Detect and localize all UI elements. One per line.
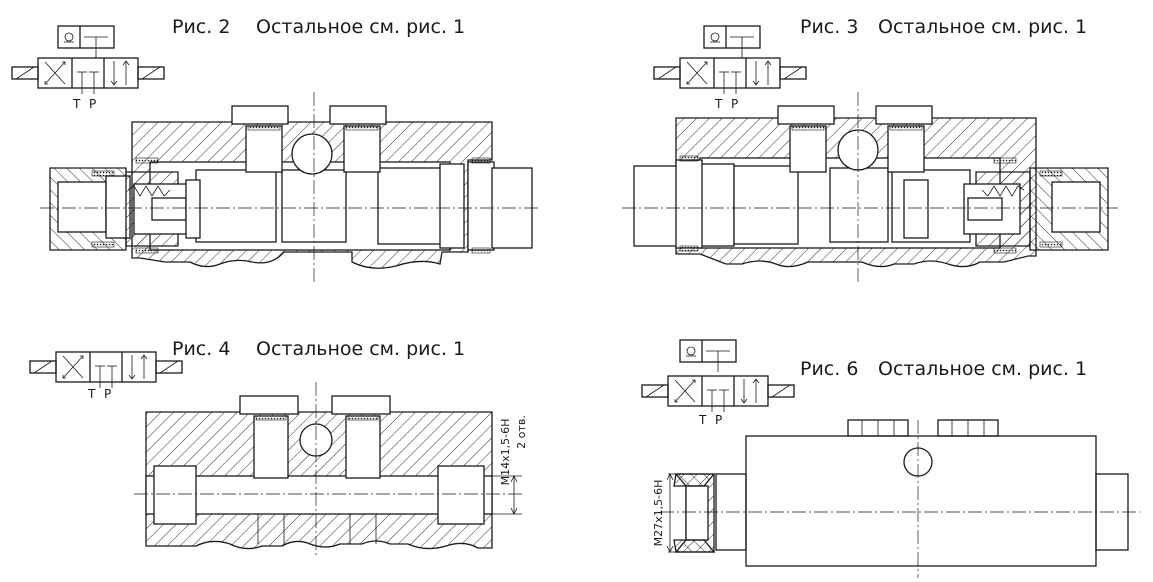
fig2-note: Остальное см. рис. 1	[256, 16, 465, 38]
fig4-caption: Рис. 4	[172, 338, 230, 360]
fig3-section	[622, 92, 1118, 282]
fig3-port-t: T	[714, 97, 723, 111]
figure-2: Рис. 2 Остальное см. рис. 1 T P	[11, 16, 540, 282]
figure-3: Рис. 3 Остальное см. рис. 1 T P	[622, 16, 1118, 282]
fig3-caption: Рис. 3	[800, 16, 858, 38]
fig2-caption: Рис. 2	[172, 16, 230, 38]
figure-6: Рис. 6 Остальное см. рис. 1 T P	[641, 339, 1140, 578]
fig4-hole-count: 2 отв.	[515, 415, 528, 449]
fig4-port-p: P	[104, 387, 111, 401]
fig3-port-p: P	[731, 97, 738, 111]
fig3-valve-symbol: T P	[653, 25, 807, 111]
fig6-port-t: T	[698, 413, 707, 427]
fig6-caption: Рис. 6	[800, 358, 858, 380]
fig6-port-p: P	[715, 413, 722, 427]
fig2-valve-symbol: T P	[11, 25, 165, 111]
fig4-port-t: T	[87, 387, 96, 401]
fig6-valve-symbol: T P	[641, 339, 795, 427]
fig6-view: M27x1,5-6H	[652, 419, 1140, 578]
fig2-section	[40, 92, 540, 282]
fig3-note: Остальное см. рис. 1	[878, 16, 1087, 38]
fig4-note: Остальное см. рис. 1	[256, 338, 465, 360]
fig4-valve-symbol: T P	[29, 351, 183, 401]
fig2-port-t: T	[72, 97, 81, 111]
fig6-note: Остальное см. рис. 1	[878, 358, 1087, 380]
fig6-thread-dimension: M27x1,5-6H	[652, 480, 665, 547]
fig4-section: M14x1,5-6H 2 отв.	[134, 382, 528, 556]
fig2-port-p: P	[89, 97, 96, 111]
figure-4: Рис. 4 Остальное см. рис. 1 T P	[29, 338, 528, 556]
fig4-thread-dimension: M14x1,5-6H	[499, 419, 512, 486]
